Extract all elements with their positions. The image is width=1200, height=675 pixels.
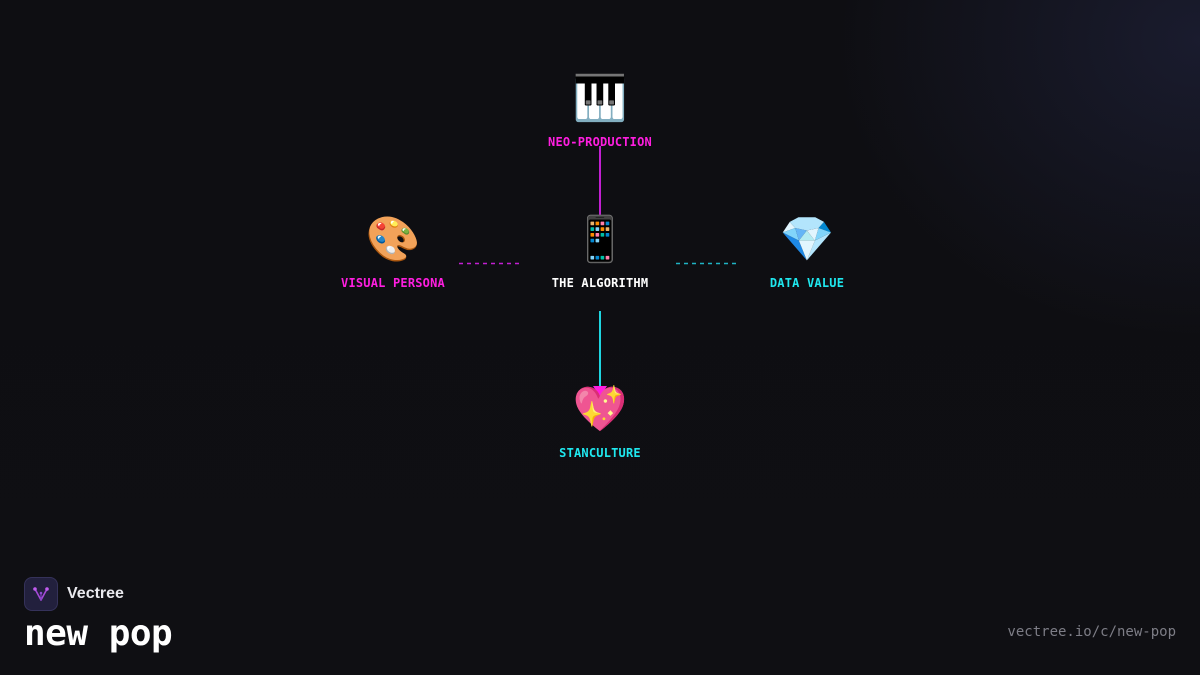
brand[interactable]: Vectree — [24, 577, 124, 611]
node-visual-persona: 🎨 VISUAL PERSONA — [283, 212, 503, 290]
node-label-neo-production: NEO-PRODUCTION — [548, 135, 652, 149]
page-url[interactable]: vectree.io/c/new-pop — [1007, 624, 1176, 640]
node-neo-production: 🎹 NEO-PRODUCTION — [490, 71, 710, 149]
node-stanculture: 💖 STANCULTURE — [490, 382, 710, 460]
vectree-tree-logo-icon — [24, 577, 58, 611]
artist-palette-icon: 🎨 — [365, 214, 421, 265]
node-label-data-value: DATA VALUE — [769, 276, 845, 290]
mobile-phone-icon: 📱 — [572, 214, 628, 265]
node-label-stanculture: STANCULTURE — [559, 446, 641, 460]
page-title: new pop — [24, 613, 173, 654]
node-label-visual-persona: VISUAL PERSONA — [341, 276, 445, 290]
edge-center-to-bottom-arrowhead — [593, 386, 607, 397]
sparkling-heart-icon: 💖 — [572, 384, 628, 435]
piano-keys-icon: 🎹 — [572, 73, 628, 124]
node-label-the-algorithm: THE ALGORITHM — [551, 276, 649, 290]
gem-stone-icon: 💎 — [779, 214, 835, 265]
node-the-algorithm: 📱 THE ALGORITHM — [490, 212, 710, 290]
node-data-value: 💎 DATA VALUE — [697, 212, 917, 290]
brand-name: Vectree — [67, 585, 124, 602]
